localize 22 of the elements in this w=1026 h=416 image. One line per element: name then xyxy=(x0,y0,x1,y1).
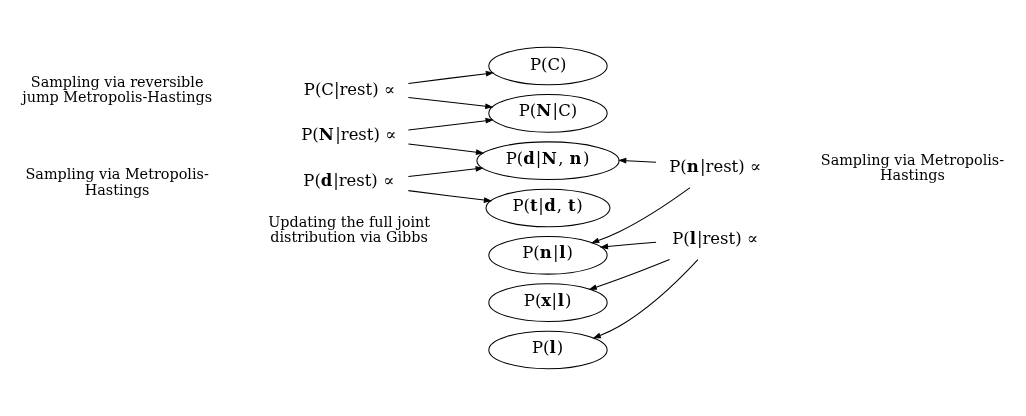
node-text: P(C|rest) ∝ xyxy=(303,79,395,99)
arrow xyxy=(588,258,671,290)
arrow xyxy=(407,190,493,203)
node-text: P(n|rest) ∝ xyxy=(669,156,762,176)
arrow xyxy=(591,187,691,244)
arrow xyxy=(407,96,494,110)
node-ellipse: P(N|C) xyxy=(488,94,608,133)
label: Updating the full joint distribution via Gibbs xyxy=(268,213,431,246)
arrow xyxy=(599,241,657,250)
arrow xyxy=(407,143,485,155)
node-text: P(N|rest) ∝ xyxy=(301,124,397,144)
arrow xyxy=(592,259,699,339)
node-text: P(l|rest) ∝ xyxy=(672,228,758,248)
label: Sampling via Metropolis-Hastings xyxy=(25,166,209,198)
label: Sampling via Metropolis-Hastings xyxy=(820,152,1005,184)
arrow xyxy=(407,166,484,178)
node-text: P(d|rest) ∝ xyxy=(303,171,395,191)
arrow xyxy=(407,117,494,131)
arrow xyxy=(407,70,495,84)
label: Sampling via reversible jump Metropolis-Hastings xyxy=(22,73,213,106)
arrow xyxy=(618,157,657,164)
node-ellipse: P(C) xyxy=(488,46,608,86)
